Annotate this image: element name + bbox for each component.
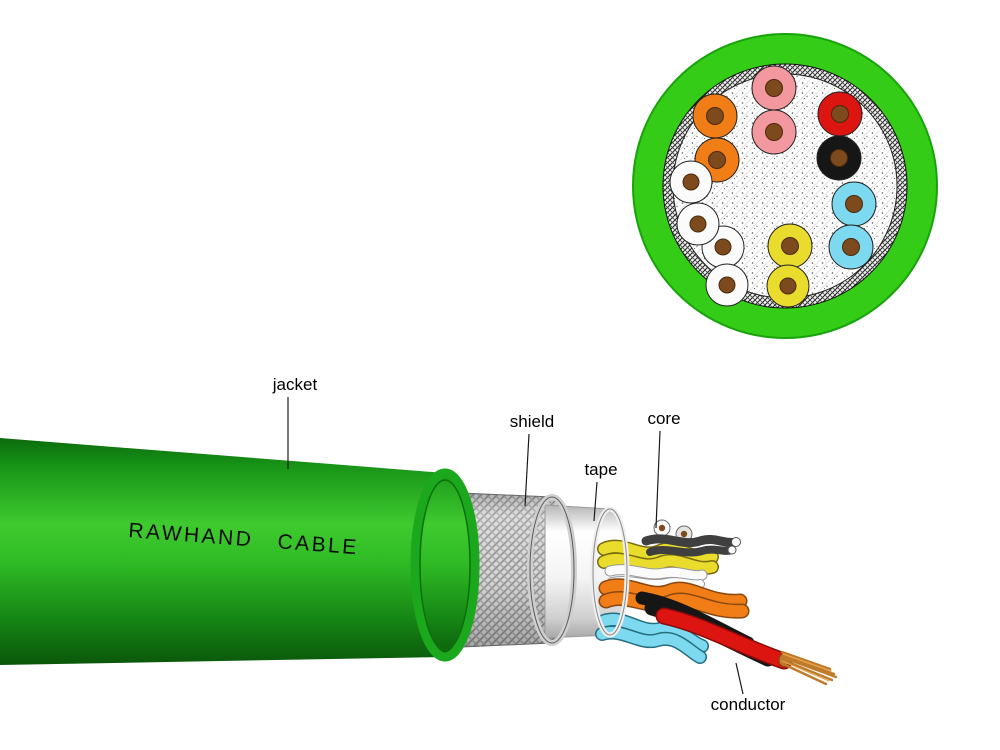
copper-strand	[782, 656, 838, 679]
copper-strand	[782, 654, 836, 676]
core-strand	[641, 534, 741, 548]
label-core: core	[647, 409, 680, 428]
pair-cyan	[828, 181, 877, 270]
pair-pink	[751, 65, 797, 155]
conductor-dot	[682, 173, 700, 191]
core-leader-line	[655, 430, 661, 529]
conductor-dot	[689, 215, 707, 233]
conductor-dot	[779, 277, 797, 295]
tape-end-rim-edge	[592, 508, 628, 636]
core-pair-gray	[641, 534, 741, 557]
conductor-dot	[706, 107, 724, 125]
shield-end-rim-edge	[529, 496, 575, 644]
conductor-dot	[765, 123, 783, 141]
conductor-strands	[778, 650, 838, 686]
pair-yellow	[766, 223, 813, 308]
conductor-dot	[680, 530, 688, 538]
label-jacket: jacket	[272, 375, 318, 394]
tape-leader-line	[593, 481, 598, 522]
conductor-dot	[842, 238, 860, 256]
copper-strand-highlight	[781, 660, 830, 682]
conductor-dot	[658, 524, 666, 532]
conductor-leader-line	[735, 662, 744, 695]
jacket-end-rim-edge	[419, 479, 471, 651]
core-end	[731, 537, 741, 547]
conductor-dot	[765, 79, 783, 97]
core-strand	[646, 545, 736, 557]
core-end	[727, 545, 737, 555]
label-conductor: conductor	[711, 695, 786, 714]
copper-strand-highlight	[782, 653, 832, 672]
core-red	[655, 607, 793, 670]
conductor-dot	[718, 276, 736, 294]
pair-white-b	[669, 160, 720, 246]
copper-strand	[781, 658, 834, 682]
core-strand	[657, 609, 791, 668]
cable-cutaway: RAWHAND CABLE	[0, 438, 838, 686]
conductor-dot	[831, 105, 849, 123]
jacket-layer	[0, 438, 475, 665]
copper-strand	[780, 650, 832, 671]
label-tape: tape	[584, 460, 617, 479]
jacket-end-rim	[410, 468, 480, 662]
labels: jacket shield tape core conductor	[272, 375, 786, 714]
core-strand	[596, 627, 706, 663]
cross-section	[632, 33, 938, 339]
shield-leader-line	[524, 433, 530, 507]
pair-red-black	[816, 91, 863, 181]
conductor-dot	[708, 151, 726, 169]
conductor-dot	[781, 237, 799, 255]
conductor-dot	[830, 149, 848, 167]
core-strand	[598, 553, 718, 574]
label-shield: shield	[510, 412, 554, 431]
conductor-dot	[714, 238, 732, 256]
conductor-dot	[845, 195, 863, 213]
copper-strand	[779, 661, 828, 686]
